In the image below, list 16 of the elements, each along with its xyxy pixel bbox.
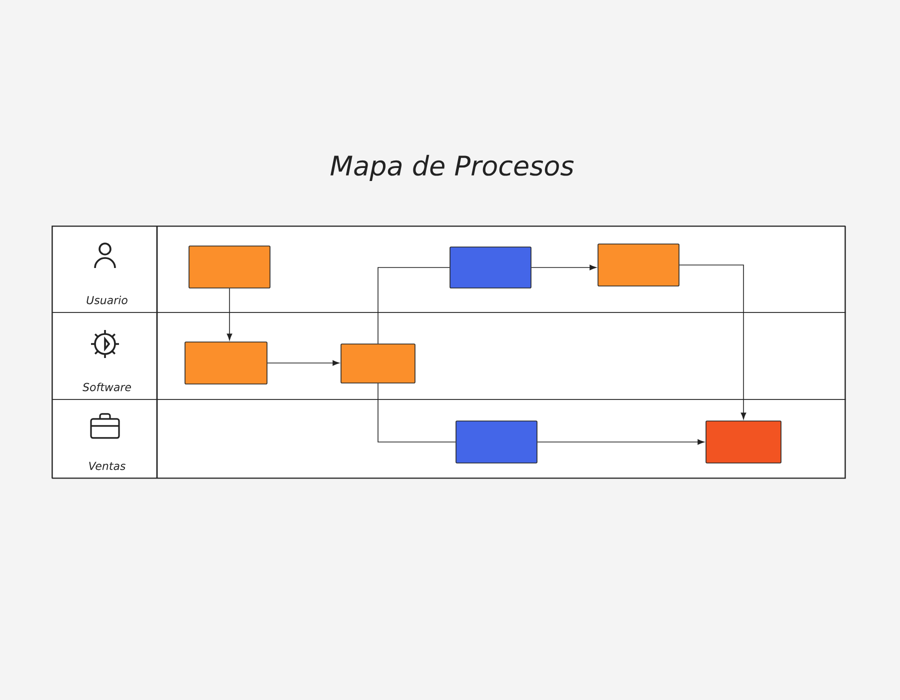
process-box xyxy=(706,420,782,464)
process-box xyxy=(340,344,416,384)
process-box xyxy=(188,246,270,288)
swimlane: Ventas xyxy=(52,398,846,479)
arrow xyxy=(226,288,232,340)
arrow xyxy=(531,264,596,270)
title: Mapa de Procesos xyxy=(330,154,574,182)
process-box xyxy=(184,342,268,384)
arrow xyxy=(267,360,340,366)
process-box xyxy=(450,246,532,288)
swimlane: Software xyxy=(52,312,846,400)
arrow xyxy=(679,264,746,420)
arrow xyxy=(537,439,704,445)
process-box xyxy=(598,244,680,286)
process-box xyxy=(456,420,538,464)
swimlane: Usuario xyxy=(52,226,846,313)
